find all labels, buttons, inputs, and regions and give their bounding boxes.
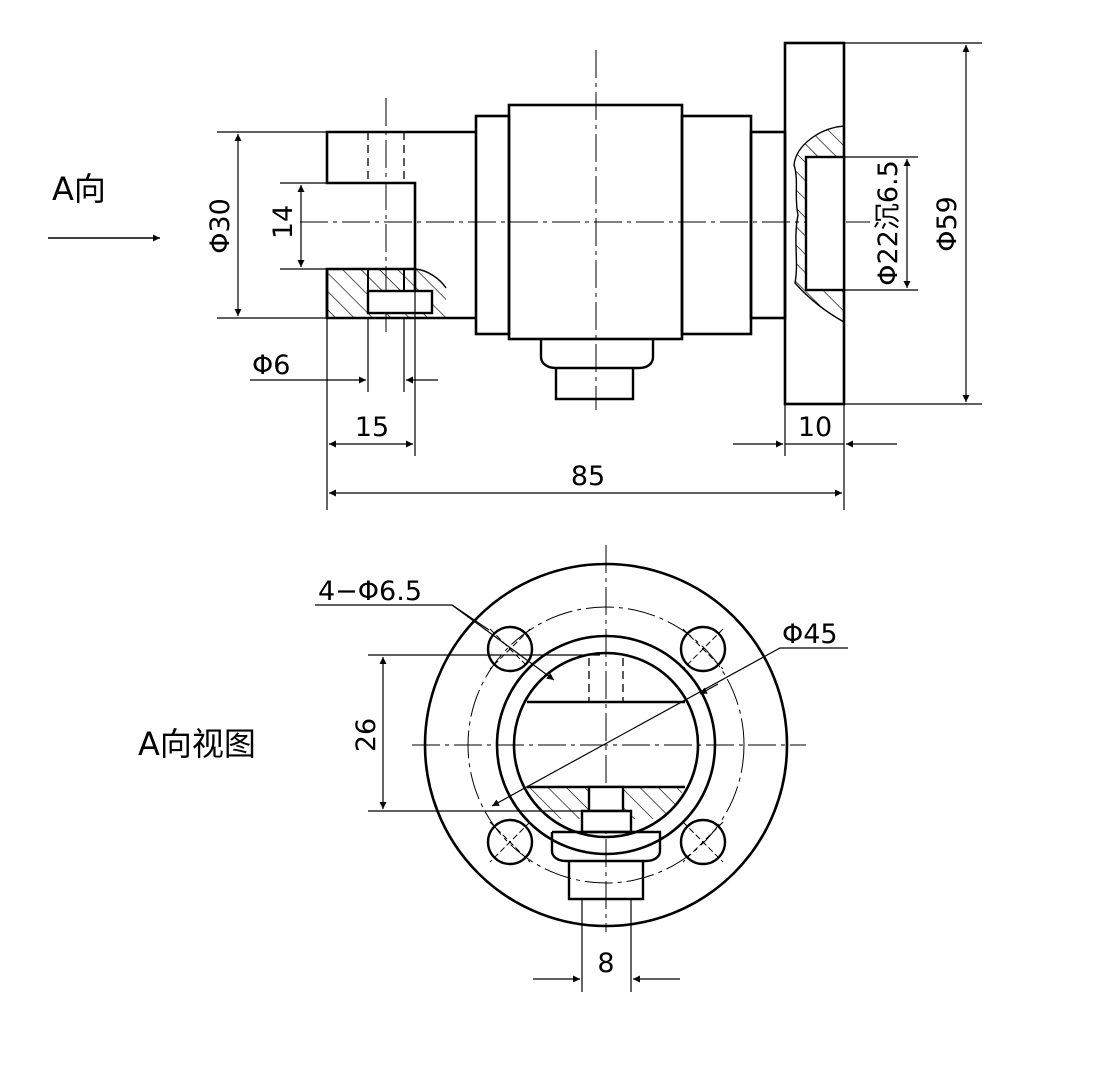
dim-overall-length: 85 <box>571 461 605 492</box>
front-view <box>300 41 870 410</box>
dim-key-width: 8 <box>597 948 614 979</box>
key-slot <box>550 785 662 901</box>
flange-outer <box>423 562 789 928</box>
dim-bolt-circle: Φ45 <box>782 619 838 650</box>
bolt-hole-centers <box>489 628 724 863</box>
dim-flange-thickness: 10 <box>798 412 832 443</box>
bolt-hole <box>486 818 534 866</box>
dim-hole-dia: Φ6 <box>252 350 290 381</box>
collar-left <box>474 114 511 336</box>
dim-bolt-holes: 4−Φ6.5 <box>318 576 422 607</box>
bolt-hole <box>679 818 727 866</box>
view-direction-label: A向 <box>52 170 106 208</box>
flange <box>783 41 846 406</box>
bolt-circle <box>467 606 745 884</box>
a-direction-view <box>412 545 806 932</box>
dimensions-a-view <box>315 604 848 992</box>
dim-body-dia: Φ30 <box>205 198 236 254</box>
dim-slot-height: 14 <box>268 205 299 239</box>
view-title: A向视图 <box>138 725 256 763</box>
dim-slot-width: 15 <box>355 412 389 443</box>
bore <box>512 651 700 839</box>
bolt-hole <box>486 625 534 673</box>
collar-right <box>680 114 753 336</box>
bolt-holes <box>486 625 727 866</box>
dim-bore-flat: 26 <box>351 718 382 752</box>
center-lines-a-view <box>412 545 806 932</box>
dim-flange-dia: Φ59 <box>932 196 963 252</box>
dim-counterbore: Φ22沉6.5 <box>873 160 904 286</box>
hidden-slot <box>588 658 624 702</box>
hidden-hole <box>367 132 405 183</box>
slotted-block <box>325 130 476 320</box>
dimensions-front <box>217 42 982 510</box>
body-outer <box>495 634 717 856</box>
key-boss <box>539 339 655 401</box>
bolt-hole <box>679 625 727 673</box>
neck <box>749 130 787 320</box>
